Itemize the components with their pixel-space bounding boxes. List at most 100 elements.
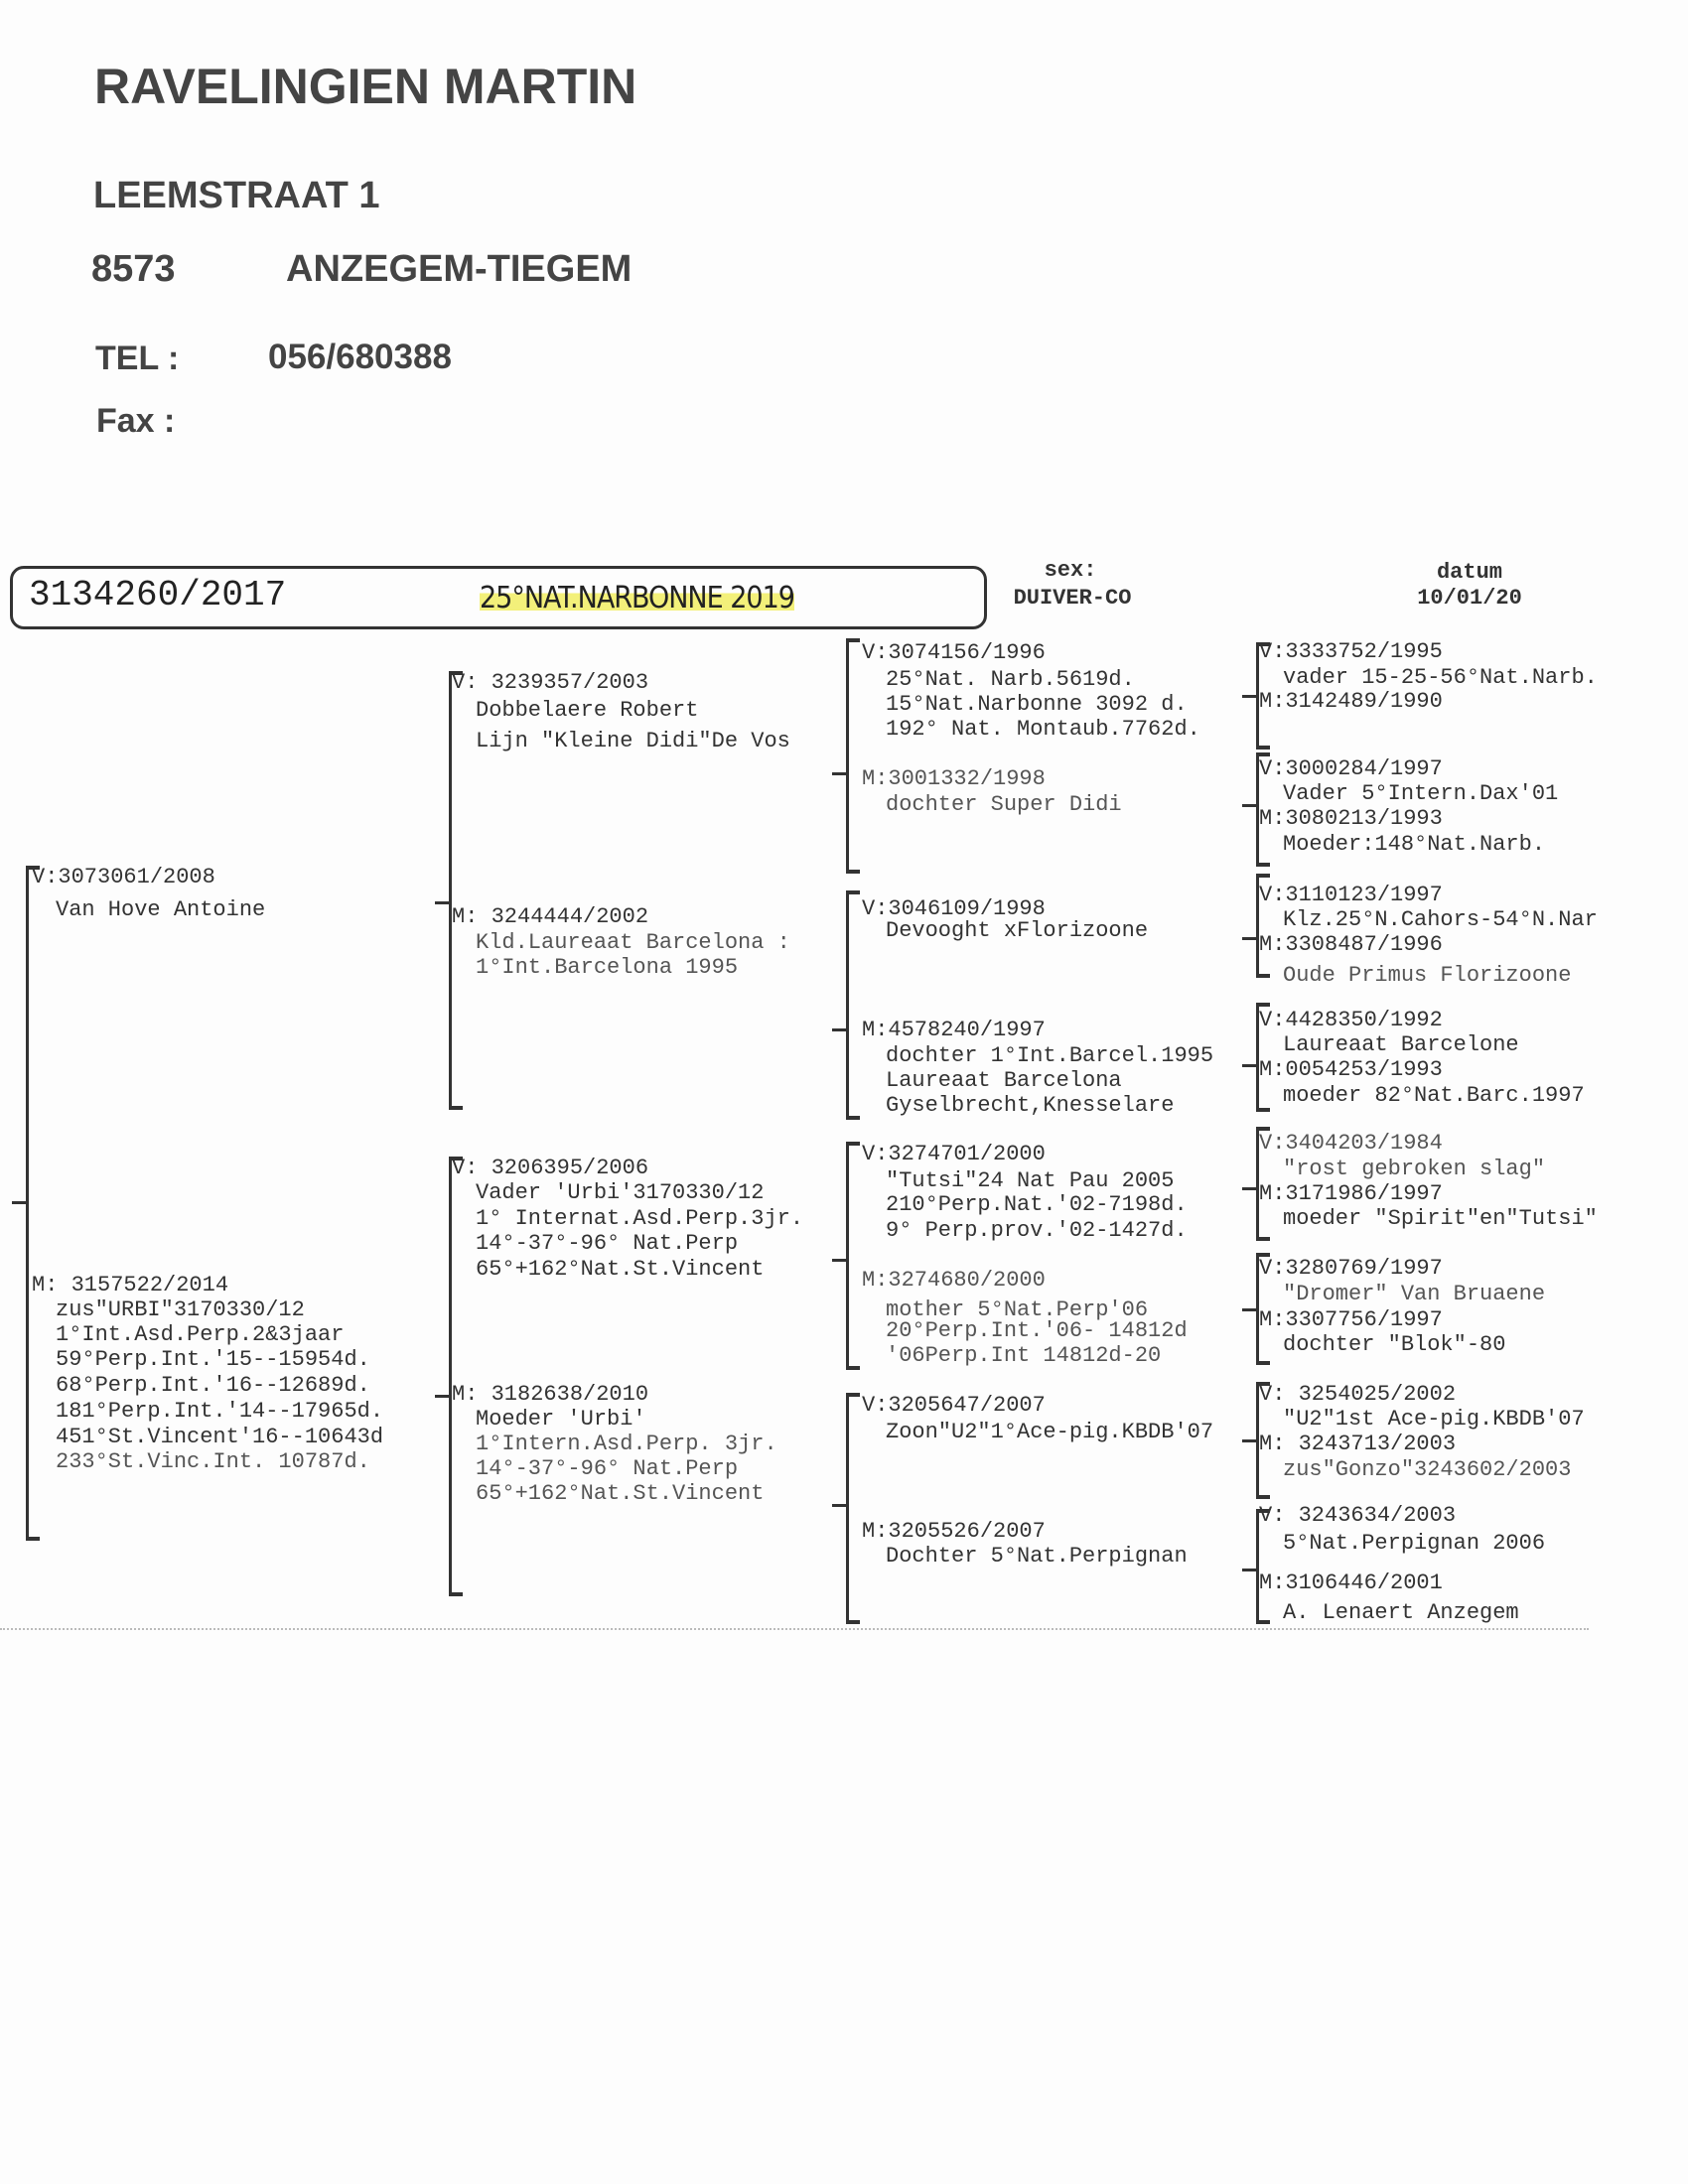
pedigree-note: A. Lenaert Anzegem bbox=[1283, 1600, 1519, 1625]
pedigree-note: 5°Nat.Perpignan 2006 bbox=[1283, 1531, 1546, 1556]
bracket-connector bbox=[1242, 1187, 1256, 1190]
ring-number: V: 3243634/2003 bbox=[1259, 1503, 1457, 1528]
pedigree-bracket bbox=[1256, 1509, 1270, 1624]
ring-number: V:3074156/1996 bbox=[862, 640, 1046, 665]
ring-number: M:3274680/2000 bbox=[862, 1268, 1046, 1293]
pedigree-note: "U2"1st Ace-pig.KBDB'07 bbox=[1283, 1407, 1585, 1432]
pedigree-note: moeder "Spirit"en"Tutsi" bbox=[1283, 1206, 1598, 1231]
ring-number: M:3142489/1990 bbox=[1259, 689, 1443, 714]
pedigree-note: 1° Internat.Asd.Perp.3jr. bbox=[476, 1206, 804, 1231]
ring-number: V:3110123/1997 bbox=[1259, 883, 1443, 907]
pedigree-note: 20°Perp.Int.'06- 14812d bbox=[886, 1318, 1188, 1343]
pedigree-note: Dochter 5°Nat.Perpignan bbox=[886, 1544, 1188, 1569]
owner-name: RAVELINGIEN MARTIN bbox=[94, 59, 637, 114]
pedigree-note: '06Perp.Int 14812d-20 bbox=[886, 1343, 1162, 1368]
pedigree-note: 1°Int.Asd.Perp.2&3jaar bbox=[56, 1322, 345, 1347]
bracket-connector bbox=[1242, 937, 1256, 940]
pedigree-note: Gyselbrecht,Knesselare bbox=[886, 1093, 1175, 1118]
pedigree-note: 68°Perp.Int.'16--12689d. bbox=[56, 1373, 370, 1398]
pedigree-bracket bbox=[449, 1157, 463, 1596]
ring-number: M:3308487/1996 bbox=[1259, 932, 1443, 957]
pedigree-bracket bbox=[846, 890, 860, 1120]
pedigree-note: Vader 5°Intern.Dax'01 bbox=[1283, 781, 1559, 806]
ring-number: M: 3157522/2014 bbox=[32, 1273, 229, 1297]
ring-number: V:3404203/1984 bbox=[1259, 1131, 1443, 1156]
pedigree-note: Zoon"U2"1°Ace-pig.KBDB'07 bbox=[886, 1420, 1214, 1444]
bracket-connector bbox=[1242, 1308, 1256, 1311]
pedigree-note: "Dromer" Van Bruaene bbox=[1283, 1282, 1546, 1306]
bracket-connector bbox=[435, 901, 449, 904]
pedigree-note: 25°Nat. Narb.5619d. bbox=[886, 667, 1135, 692]
ring-number: M:3106446/2001 bbox=[1259, 1570, 1443, 1595]
pedigree-note: 451°St.Vincent'16--10643d bbox=[56, 1425, 384, 1449]
pedigree-note: 15°Nat.Narbonne 3092 d. bbox=[886, 692, 1188, 717]
pedigree-note: Kld.Laureaat Barcelona : bbox=[476, 930, 790, 955]
ring-number: M:0054253/1993 bbox=[1259, 1057, 1443, 1082]
pedigree-note: zus"URBI"3170330/12 bbox=[56, 1297, 305, 1322]
ring-number: M: 3243713/2003 bbox=[1259, 1432, 1457, 1456]
ring-number: V:3280769/1997 bbox=[1259, 1256, 1443, 1281]
pedigree-note: vader 15-25-56°Nat.Narb. bbox=[1283, 665, 1598, 690]
pedigree-note: moeder 82°Nat.Barc.1997 bbox=[1283, 1083, 1585, 1108]
bracket-connector bbox=[12, 1201, 26, 1204]
pedigree-note: Laureaat Barcelona bbox=[886, 1068, 1122, 1093]
pedigree-note: 59°Perp.Int.'15--15954d. bbox=[56, 1347, 370, 1372]
owner-city: ANZEGEM-TIEGEM bbox=[286, 248, 633, 290]
date-label: datum bbox=[1436, 560, 1502, 585]
ring-number: V:3046109/1998 bbox=[862, 896, 1046, 921]
pedigree-note: dochter Super Didi bbox=[886, 792, 1122, 817]
pedigree-note: 233°St.Vinc.Int. 10787d. bbox=[56, 1449, 370, 1474]
ring-number: M: 3244444/2002 bbox=[452, 904, 649, 929]
pedigree-note: dochter "Blok"-80 bbox=[1283, 1332, 1506, 1357]
pedigree-note: 14°-37°-96° Nat.Perp bbox=[476, 1456, 739, 1481]
ring-number: V:4428350/1992 bbox=[1259, 1008, 1443, 1032]
pedigree-note: Dobbelaere Robert bbox=[476, 698, 699, 723]
ring-number: M: 3182638/2010 bbox=[452, 1382, 649, 1407]
owner-street: LEEMSTRAAT 1 bbox=[93, 175, 380, 216]
ring-number: V:3274701/2000 bbox=[862, 1142, 1046, 1166]
ring-number: M:3171986/1997 bbox=[1259, 1181, 1443, 1206]
ring-number: V:3205647/2007 bbox=[862, 1393, 1046, 1418]
bracket-connector bbox=[832, 1504, 846, 1507]
pedigree-note: 65°+162°Nat.St.Vincent bbox=[476, 1257, 765, 1282]
tel-value: 056/680388 bbox=[268, 338, 452, 376]
bracket-connector bbox=[832, 1028, 846, 1031]
subject-box: 3134260/2017 25°NAT.NARBONNE 2019 bbox=[10, 566, 987, 629]
pedigree-note: 210°Perp.Nat.'02-7198d. bbox=[886, 1192, 1188, 1217]
pedigree-note: mother 5°Nat.Perp'06 bbox=[886, 1297, 1149, 1322]
pedigree-note: Lijn "Kleine Didi"De Vos bbox=[476, 729, 790, 753]
bracket-connector bbox=[1242, 1439, 1256, 1442]
pedigree-bracket bbox=[1256, 642, 1270, 750]
divider bbox=[0, 1628, 1589, 1630]
ring-number: V: 3239357/2003 bbox=[452, 670, 649, 695]
ring-number: V:3000284/1997 bbox=[1259, 756, 1443, 781]
pedigree-note: "Tutsi"24 Nat Pau 2005 bbox=[886, 1168, 1175, 1193]
ring-number: V: 3254025/2002 bbox=[1259, 1382, 1457, 1407]
pedigree-note: zus"Gonzo"3243602/2003 bbox=[1283, 1457, 1572, 1482]
pedigree-bracket bbox=[1256, 1003, 1270, 1112]
pedigree-note: Laureaat Barcelone bbox=[1283, 1032, 1519, 1057]
ring-number: V:3333752/1995 bbox=[1259, 639, 1443, 664]
pedigree-bracket bbox=[449, 671, 463, 1110]
fax-label: Fax : bbox=[96, 402, 176, 440]
pedigree-note: Van Hove Antoine bbox=[56, 897, 266, 922]
ring-number: V: 3206395/2006 bbox=[452, 1156, 649, 1180]
tel-label: TEL : bbox=[95, 340, 180, 377]
pedigree-note: Devooght xFlorizoone bbox=[886, 918, 1149, 943]
bracket-connector bbox=[435, 1395, 449, 1398]
pedigree-note: 1°Int.Barcelona 1995 bbox=[476, 955, 739, 980]
sex-value: DUIVER-CO bbox=[1013, 586, 1132, 611]
pedigree-note: "rost gebroken slag" bbox=[1283, 1157, 1546, 1181]
pedigree-bracket bbox=[1256, 874, 1270, 978]
pedigree-bracket bbox=[846, 638, 860, 874]
pedigree-note: Oude Primus Florizoone bbox=[1283, 963, 1572, 988]
pedigree-note: Vader 'Urbi'3170330/12 bbox=[476, 1180, 765, 1205]
pedigree-note: 192° Nat. Montaub.7762d. bbox=[886, 717, 1200, 742]
ring-number: M:3307756/1997 bbox=[1259, 1307, 1443, 1332]
pedigree-note: Moeder:148°Nat.Narb. bbox=[1283, 832, 1546, 857]
pedigree-bracket bbox=[1256, 752, 1270, 867]
pedigree-note: 14°-37°-96° Nat.Perp bbox=[476, 1231, 739, 1256]
pedigree-bracket bbox=[846, 1393, 860, 1624]
pedigree-note: Moeder 'Urbi' bbox=[476, 1407, 646, 1432]
bracket-connector bbox=[832, 772, 846, 775]
